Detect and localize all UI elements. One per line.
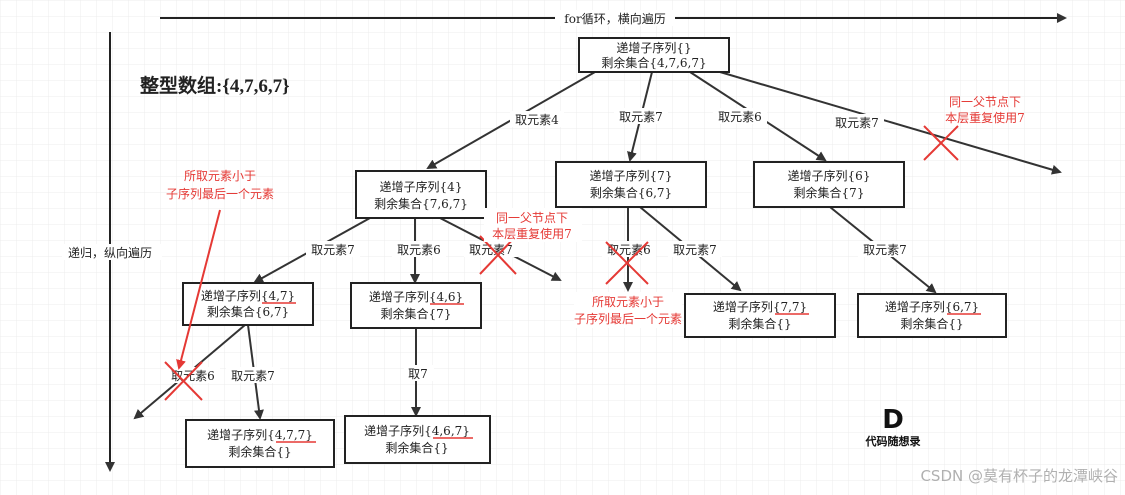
annotation-same-parent-mid-line2: 本层重复使用7 bbox=[492, 226, 572, 241]
node-4-6-7-line1: 递增子序列{4,6,7} bbox=[364, 423, 470, 438]
logo-letter: D bbox=[882, 405, 904, 435]
pruning-crosses bbox=[164, 125, 959, 401]
annotation-same-parent-mid-line1: 同一父节点下 bbox=[496, 211, 568, 225]
edge-label-n7-7: 取元素7 bbox=[673, 243, 717, 257]
node-4-6-7-line2: 剩余集合{} bbox=[385, 440, 448, 455]
cross-root-7b bbox=[923, 125, 959, 161]
cross-n4-7b bbox=[479, 235, 517, 275]
node-root-line2: 剩余集合{4,7,6,7} bbox=[601, 55, 706, 70]
node-7-7-line1: 递增子序列{7,7} bbox=[713, 299, 807, 314]
node-6: 递增子序列{6} 剩余集合{7} bbox=[753, 161, 905, 208]
vertical-axis-label: 递归，纵向遍历 bbox=[68, 245, 152, 260]
node-4-6-line2: 剩余集合{7} bbox=[381, 306, 452, 321]
array-title: 整型数组:{4,7,6,7} bbox=[140, 74, 290, 97]
node-7-line1: 递增子序列{7} bbox=[590, 168, 673, 183]
annotation-smaller-mid: 所取元素小于 子序列最后一个元素 bbox=[574, 292, 682, 328]
node-4-line1: 递增子序列{4} bbox=[380, 179, 463, 194]
node-4: 递增子序列{4} 剩余集合{7,6,7} bbox=[355, 170, 487, 219]
node-4-7-7-line1: 递增子序列{4,7,7} bbox=[207, 427, 313, 442]
vertical-axis: 递归，纵向遍历 bbox=[62, 32, 162, 472]
annotation-same-parent-top-line1: 同一父节点下 bbox=[949, 95, 1021, 109]
cross-n7-6 bbox=[605, 241, 649, 285]
edge-label-root-6: 取元素6 bbox=[718, 110, 762, 124]
node-7-7: 递增子序列{7,7} 剩余集合{} bbox=[684, 293, 836, 338]
node-root-line1: 递增子序列{} bbox=[616, 40, 691, 55]
node-4-7: 递增子序列{4,7} 剩余集合{6,7} bbox=[182, 282, 314, 326]
annotation-same-parent-top-line2: 本层重复使用7 bbox=[945, 110, 1025, 125]
watermark: CSDN @莫有杯子的龙潭峡谷 bbox=[920, 467, 1118, 485]
node-6-line2: 剩余集合{7} bbox=[794, 185, 865, 200]
annotation-same-parent-mid: 同一父节点下 本层重复使用7 bbox=[484, 208, 582, 242]
node-4-7-7: 递增子序列{4,7,7} 剩余集合{} bbox=[185, 419, 335, 468]
node-6-7-line1: 递增子序列{6,7} bbox=[885, 299, 979, 314]
edge-label-n6-7: 取元素7 bbox=[863, 243, 907, 257]
edge-label-n4-7b: 取元素7 bbox=[469, 243, 513, 257]
horizontal-axis-label: for循环，横向遍历 bbox=[564, 11, 665, 26]
horizontal-axis: for循环，横向遍历 bbox=[160, 10, 1067, 26]
edge-labels: 取元素4 取元素7 取元素6 取元素7 取元素7 取元素6 取元素7 取元素6 … bbox=[166, 108, 912, 383]
edge-label-root-4: 取元素4 bbox=[515, 113, 559, 127]
node-7-line2: 剩余集合{6,7} bbox=[590, 185, 672, 200]
node-6-line1: 递增子序列{6} bbox=[788, 168, 871, 183]
node-4-line2: 剩余集合{7,6,7} bbox=[374, 196, 468, 211]
node-4-6: 递增子序列{4,6} 剩余集合{7} bbox=[350, 282, 482, 329]
annotation-smaller-mid-line1: 所取元素小于 bbox=[592, 295, 664, 309]
annotation-smaller-mid-line2: 子序列最后一个元素 bbox=[574, 311, 682, 326]
node-7-7-line2: 剩余集合{} bbox=[728, 316, 791, 331]
annotation-same-parent-top: 同一父节点下 本层重复使用7 bbox=[945, 95, 1025, 125]
node-6-7: 递增子序列{6,7} 剩余集合{} bbox=[857, 293, 1007, 338]
node-4-7-7-line2: 剩余集合{} bbox=[228, 444, 291, 459]
node-7: 递增子序列{7} 剩余集合{6,7} bbox=[555, 161, 707, 208]
edge-label-root-7: 取元素7 bbox=[619, 110, 663, 124]
edge-root-7b bbox=[719, 71, 1062, 175]
logo-text: 代码随想录 bbox=[865, 434, 921, 448]
node-4-7-line1: 递增子序列{4,7} bbox=[201, 288, 295, 303]
edge-label-n4-7: 取元素7 bbox=[311, 243, 355, 257]
edge-label-n4-6: 取元素6 bbox=[397, 243, 441, 257]
edge-label-n47-7: 取元素7 bbox=[231, 369, 275, 383]
annotation-smaller-left-line2: 子序列最后一个元素 bbox=[166, 186, 274, 201]
logo: D 代码随想录 bbox=[865, 405, 921, 448]
cross-n47-6 bbox=[164, 361, 203, 401]
node-root: 递增子序列{} 剩余集合{4,7,6,7} bbox=[578, 37, 730, 73]
node-4-7-line2: 剩余集合{6,7} bbox=[207, 304, 289, 319]
annotation-arrow bbox=[176, 209, 221, 370]
node-4-6-line1: 递增子序列{4,6} bbox=[369, 289, 463, 304]
annotation-smaller-left-line1: 所取元素小于 bbox=[184, 169, 256, 183]
edge-label-root-7b: 取元素7 bbox=[835, 116, 879, 130]
node-6-7-line2: 剩余集合{} bbox=[900, 316, 963, 331]
edge-label-n46-7: 取7 bbox=[408, 367, 428, 381]
node-4-6-7: 递增子序列{4,6,7} 剩余集合{} bbox=[344, 415, 491, 464]
annotation-smaller-left: 所取元素小于 子序列最后一个元素 bbox=[166, 169, 274, 201]
